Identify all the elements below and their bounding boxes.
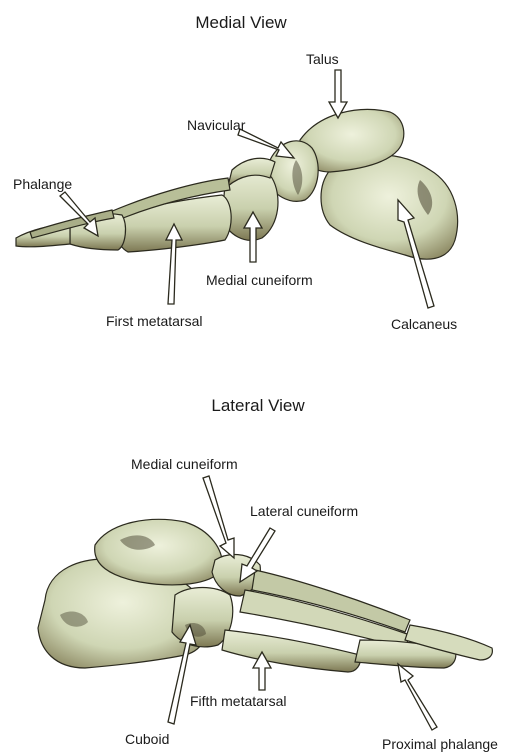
label-navicular: Navicular [187, 117, 245, 133]
label-talus: Talus [306, 51, 339, 67]
label-phalange: Phalange [13, 176, 72, 192]
arrow-proximal-phalange [398, 664, 437, 730]
label-lateral-cuneiform: Lateral cuneiform [250, 503, 358, 519]
label-medial-cuneiform-medial-view: Medial cuneiform [206, 272, 313, 288]
label-proximal-phalange: Proximal phalange [382, 736, 498, 752]
arrow-first-metatarsal [166, 224, 182, 304]
label-calcaneus: Calcaneus [391, 316, 457, 332]
label-fifth-metatarsal: Fifth metatarsal [190, 693, 286, 709]
label-first-metatarsal: First metatarsal [106, 313, 202, 329]
label-medial-cuneiform-lateral-view: Medial cuneiform [131, 456, 238, 472]
lateral-fifth-metatarsal-bone [222, 630, 360, 672]
label-cuboid: Cuboid [125, 731, 169, 747]
arrow-talus [329, 70, 347, 118]
